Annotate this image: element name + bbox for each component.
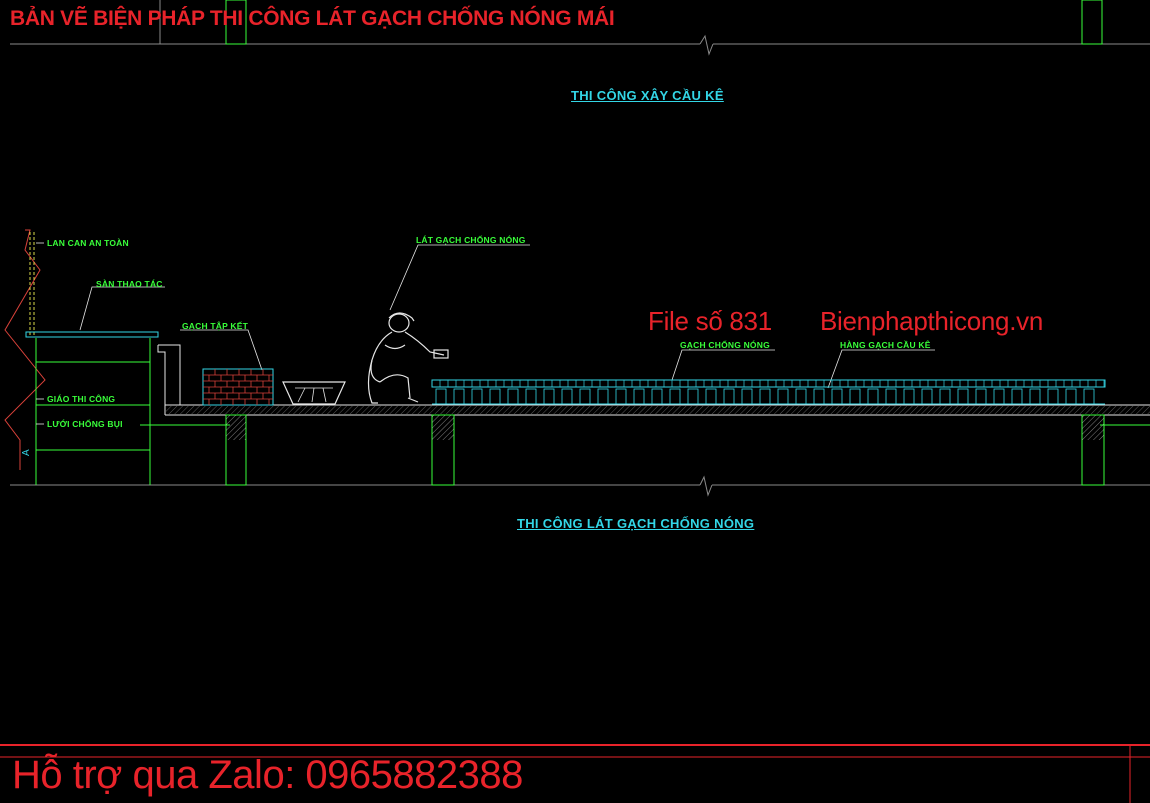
support-brick: [525, 388, 537, 405]
label-scaffold: GIÁO THI CÔNG: [47, 394, 116, 404]
support-brick: [579, 388, 591, 405]
support-brick: [975, 388, 987, 405]
label-support-row: HÀNG GẠCH CẦU KÊ: [840, 340, 931, 350]
support-brick: [957, 388, 969, 405]
label-safety-railing: LAN CAN AN TOÀN: [47, 238, 129, 248]
support-brick: [687, 388, 699, 405]
drawing-title: BẢN VẼ BIỆN PHÁP THI CÔNG LÁT GẠCH CHỐNG…: [10, 7, 615, 30]
support-brick: [921, 388, 933, 405]
support-brick: [759, 388, 771, 405]
support-brick: [489, 388, 501, 405]
support-brick: [993, 388, 1005, 405]
support-brick: [867, 388, 879, 405]
support-brick: [1029, 388, 1041, 405]
support-brick: [1047, 388, 1059, 405]
break-line-left: [4, 229, 46, 470]
label-brick-stack: GẠCH TẬP KẾT: [182, 321, 248, 331]
work-platform: [25, 331, 159, 338]
heat-brick-row: [431, 379, 1106, 405]
zalo-support-line: Hỗ trợ qua Zalo: 0965882388: [12, 753, 523, 797]
support-brick: [597, 388, 609, 405]
support-brick: [453, 388, 465, 405]
support-brick: [1065, 388, 1077, 405]
support-brick: [651, 388, 663, 405]
support-brick: [849, 388, 861, 405]
support-brick: [741, 388, 753, 405]
support-brick: [705, 388, 717, 405]
support-brick: [1011, 388, 1023, 405]
support-brick: [561, 388, 573, 405]
website-watermark: Bienphapthicong.vn: [820, 306, 1044, 336]
roof-slab: [164, 404, 1150, 416]
parapet-wall: [157, 344, 181, 415]
support-brick: [885, 388, 897, 405]
mortar-tray: [282, 381, 346, 405]
support-brick: [435, 388, 447, 405]
support-brick: [903, 388, 915, 405]
section-title-top: THI CÔNG XÂY CẦU KÊ: [571, 88, 724, 103]
worker-figure: [367, 312, 449, 404]
support-brick: [831, 388, 843, 405]
support-brick: [939, 388, 951, 405]
label-brick-laying: LÁT GẠCH CHỐNG NÓNG: [416, 235, 526, 245]
top-section-drawing: [10, 0, 1150, 56]
support-brick: [543, 388, 555, 405]
scaffold: [35, 338, 151, 485]
label-dust-net: LƯỚI CHỐNG BỤI: [47, 419, 123, 429]
file-number-watermark: File số 831: [648, 306, 772, 336]
columns: [225, 414, 1105, 486]
support-brick: [723, 388, 735, 405]
support-brick: [633, 388, 645, 405]
support-brick: [777, 388, 789, 405]
support-brick: [507, 388, 519, 405]
support-brick: [615, 388, 627, 405]
support-brick: [471, 388, 483, 405]
support-brick: [669, 388, 681, 405]
support-brick: [795, 388, 807, 405]
label-work-platform: SÀN THAO TÁC: [96, 279, 163, 289]
label-heat-brick: GẠCH CHỐNG NÓNG: [680, 340, 770, 350]
brick-stack: [202, 368, 274, 406]
main-section-drawing: [4, 229, 1150, 497]
axis-mark: A: [21, 449, 32, 456]
support-brick: [1083, 388, 1095, 405]
support-brick: [813, 388, 825, 405]
section-title-bottom: THI CÔNG LÁT GẠCH CHỐNG NÓNG: [517, 516, 755, 531]
